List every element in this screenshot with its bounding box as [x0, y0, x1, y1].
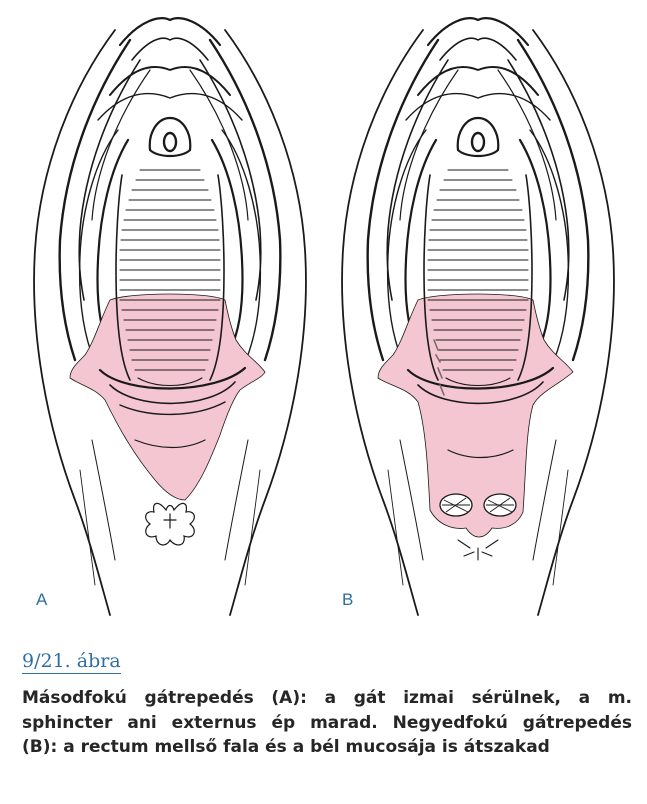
figure-number: 9/21. ábra	[22, 650, 121, 674]
panel-b-sphincter-ends	[439, 493, 517, 517]
panel-a-wound-area	[69, 293, 266, 501]
caption-line-3: (B): a rectum mellső fala és a bél mucos…	[22, 737, 550, 757]
panel-b-wound-area	[377, 293, 574, 538]
figure-illustration	[32, 17, 616, 617]
caption-line-2: sphincter ani externus ép marad. Negyedf…	[22, 712, 632, 733]
caption-line-1: Másodfokú gátrepedés (A): a gát izmai sé…	[22, 688, 632, 708]
figure-caption: Másodfokú gátrepedés (A): a gát izmai sé…	[22, 686, 632, 760]
figure: A B	[32, 17, 616, 617]
panel-label-b: B	[342, 590, 354, 609]
panel-label-a: A	[36, 590, 48, 609]
panel-b-illustration	[340, 17, 616, 617]
panel-a-illustration	[32, 17, 308, 617]
